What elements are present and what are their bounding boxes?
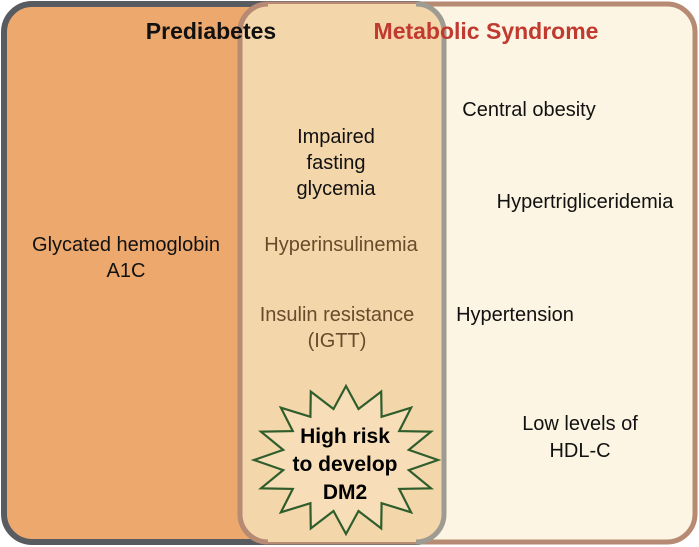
metabolic-syndrome-border-left	[237, 1, 269, 545]
hdl-label-line2: HDL-C	[549, 440, 610, 462]
overlap-region	[240, 4, 444, 542]
high-risk-starburst-icon	[250, 383, 442, 537]
hdl-label-line1: Low levels of	[522, 413, 638, 435]
central-obesity-label: Central obesity	[462, 99, 595, 121]
risk-badge-line2: to develop	[292, 453, 397, 476]
risk-badge-line3: DM2	[323, 481, 367, 504]
metabolic-syndrome-title: Metabolic Syndrome	[374, 18, 599, 44]
hypertriglyceridemia-label: Hypertrigliceridemia	[497, 191, 675, 213]
hypertension-label: Hypertension	[456, 304, 574, 326]
risk-badge-line1: High risk	[300, 425, 390, 448]
insulin-resistance-label-line1: Insulin resistance	[260, 304, 415, 326]
hyperinsulinemia-label: Hyperinsulinemia	[264, 234, 418, 256]
insulin-resistance-label-line2: (IGTT)	[308, 330, 367, 352]
prediabetes-border-right	[415, 1, 447, 545]
prediabetes-title: Prediabetes	[146, 18, 276, 44]
impaired-fasting-glycemia-label-line2: fasting	[307, 152, 366, 174]
glycated-hemoglobin-label-line2: A1C	[107, 260, 146, 282]
impaired-fasting-glycemia-label-line3: glycemia	[297, 178, 377, 200]
impaired-fasting-glycemia-label-line1: Impaired	[297, 126, 375, 148]
glycated-hemoglobin-label: Glycated hemoglobin	[32, 234, 220, 256]
